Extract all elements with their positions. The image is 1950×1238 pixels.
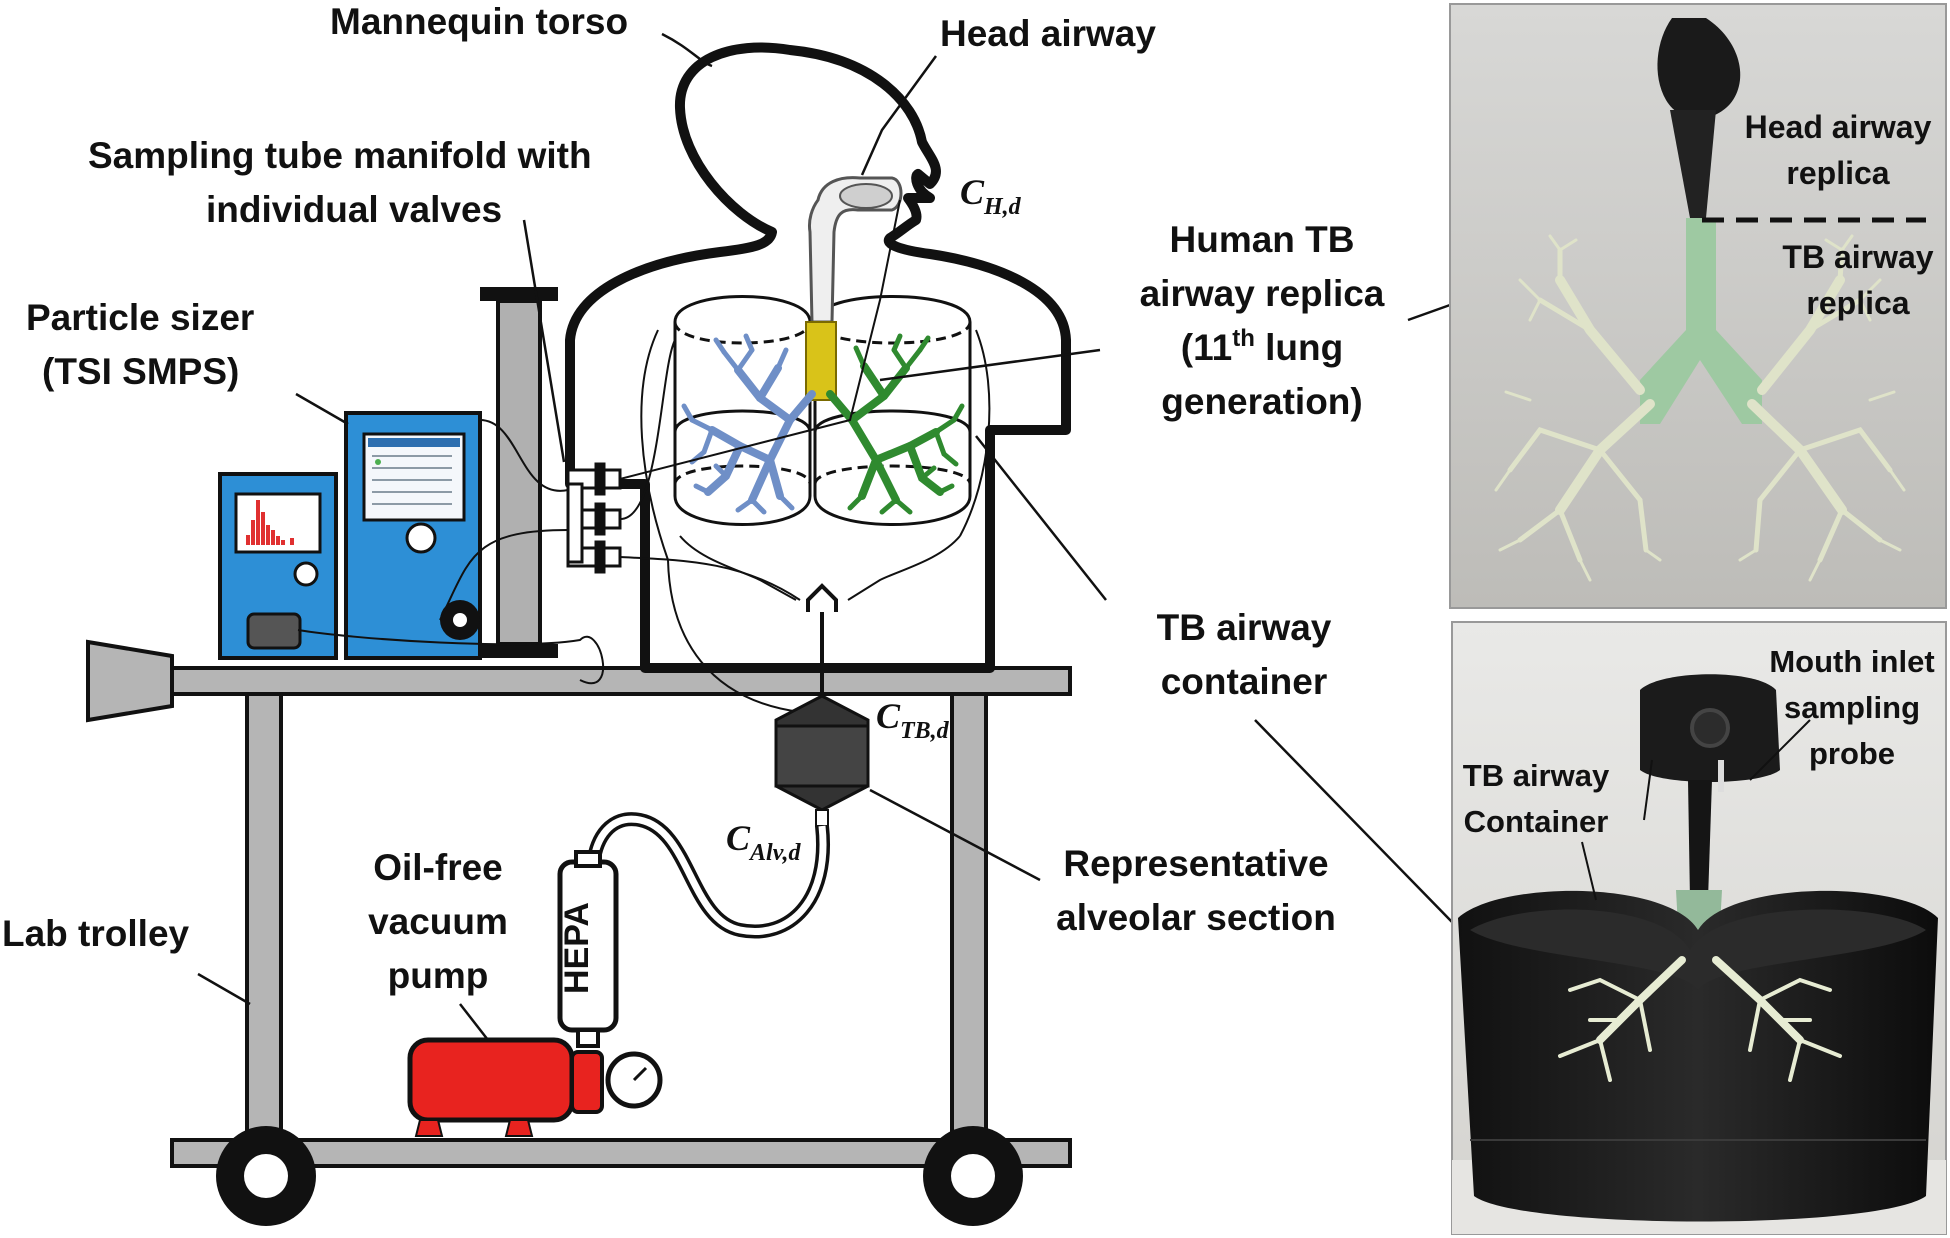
- label-human-tb-line1: Human TB: [1170, 219, 1355, 260]
- trolley-wheel-left: [216, 1126, 316, 1226]
- vacuum-hose: [587, 812, 830, 939]
- symbol-c-alv: CAlv,d: [726, 818, 801, 866]
- alveolar-section: [774, 694, 870, 827]
- hepa-filter: HEPA: [557, 850, 619, 1048]
- trolley-handle: [86, 639, 174, 723]
- label-vacuum-pump-line3: pump: [388, 955, 489, 996]
- photo-label-probe-line1: Mouth inlet: [1769, 644, 1934, 679]
- sampling-tube-manifold: [566, 462, 622, 574]
- vacuum-pump: [407, 1037, 663, 1137]
- diagram-labels: Mannequin torso Head airway Sampling tub…: [2, 1, 1385, 996]
- hepa-label: HEPA: [558, 902, 596, 994]
- label-head-airway: Head airway: [940, 13, 1156, 54]
- photo-label-tb-line1: TB airway: [1782, 239, 1933, 275]
- label-human-tb-line3: (11th lung: [1181, 325, 1343, 368]
- photo-airway-replica: Head airway replica TB airway replica: [1449, 3, 1947, 609]
- label-particle-sizer-line2: (TSI SMPS): [42, 351, 239, 392]
- sampling-tubing: [297, 199, 991, 713]
- photo-tb-branches: [1494, 234, 1906, 582]
- label-vacuum-pump-line2: vacuum: [368, 901, 508, 942]
- label-sampling-manifold-line2: individual valves: [206, 189, 502, 230]
- label-alveolar-line2: alveolar section: [1056, 897, 1336, 938]
- label-human-tb-line2: airway replica: [1140, 273, 1385, 314]
- particle-sizer-main-unit: [344, 411, 482, 660]
- dma-column: [480, 287, 558, 658]
- symbol-c-tb: CTB,d: [876, 696, 950, 744]
- photo-label-probe-line2: sampling: [1784, 690, 1920, 725]
- label-mannequin-torso: Mannequin torso: [330, 1, 628, 42]
- photo-label-probe-line3: probe: [1809, 736, 1895, 771]
- photo-label-tb-line2: replica: [1806, 285, 1909, 321]
- label-human-tb-line4: generation): [1161, 381, 1362, 422]
- label-particle-sizer-line1: Particle sizer: [26, 297, 254, 338]
- photo-label-head-line1: Head airway: [1745, 109, 1932, 145]
- photo-container-pot: [1458, 890, 1938, 1222]
- label-alveolar-line1: Representative: [1063, 843, 1328, 884]
- trachea-replica: [805, 321, 837, 401]
- head-airway-replica: [808, 176, 903, 324]
- label-tb-container-line1: TB airway: [1157, 607, 1332, 648]
- concentration-symbols: CH,d CTB,d CAlv,d: [726, 172, 1022, 866]
- particle-sizer-small-unit: [218, 472, 338, 660]
- label-tb-container-line2: container: [1161, 661, 1328, 702]
- label-lab-trolley: Lab trolley: [2, 913, 190, 954]
- trolley-wheel-right: [923, 1126, 1023, 1226]
- photo-container-branches: [1558, 956, 1842, 1082]
- symbol-c-head: CH,d: [960, 172, 1022, 220]
- photo-label-head-line2: replica: [1786, 155, 1889, 191]
- label-sampling-manifold-line1: Sampling tube manifold with: [88, 135, 592, 176]
- photo-label-container-line2: Container: [1464, 804, 1609, 839]
- photo-head-airway-piece: [1657, 18, 1741, 119]
- leader-lines: [197, 32, 1453, 1041]
- photo-airway-container: Mouth inlet sampling probe TB airway Con…: [1451, 621, 1947, 1235]
- photo-label-container-line1: TB airway: [1463, 758, 1610, 793]
- label-vacuum-pump-line1: Oil-free: [373, 847, 503, 888]
- lab-trolley: [86, 639, 1072, 1226]
- left-lung-replica: [681, 333, 816, 515]
